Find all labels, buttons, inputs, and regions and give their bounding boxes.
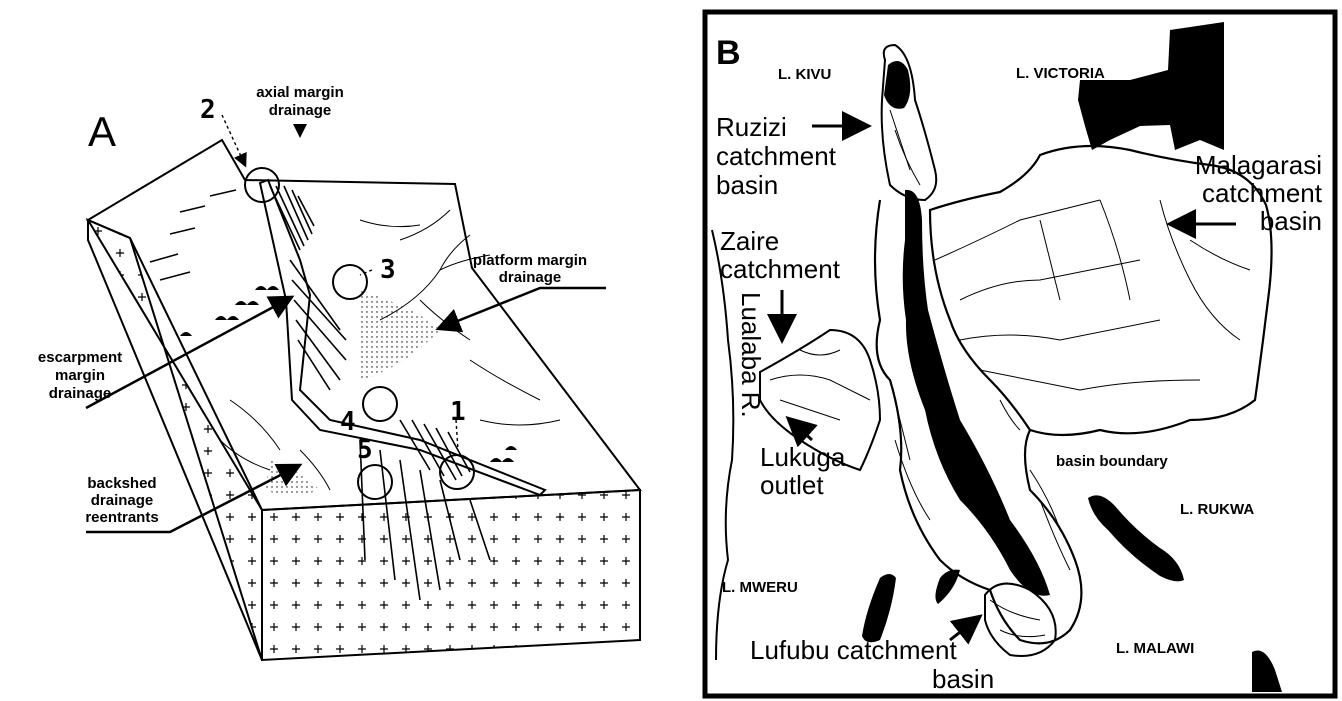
label-ruzizi-3: basin: [716, 170, 778, 200]
label-zaire-1: Zaire: [720, 226, 779, 256]
label-l-mweru: L. MWERU: [722, 579, 798, 596]
label-platform-1: platform margin: [473, 252, 587, 269]
hangingwall-streaks: [150, 190, 236, 280]
label-l-malawi: L. MALAWI: [1116, 640, 1194, 657]
label-lualaba: Lualaba R.: [736, 292, 766, 418]
panel-b-letter: B: [716, 34, 741, 72]
label-l-victoria: L. VICTORIA: [1016, 65, 1105, 82]
panel-b-map: B: [705, 12, 1335, 696]
panel-a-block-diagram: A: [38, 84, 640, 660]
lake-kivu: [884, 61, 910, 109]
site-number-2: 2: [200, 95, 216, 125]
site-number-1: 1: [450, 397, 466, 427]
label-lukuga-1: Lukuga: [760, 442, 846, 472]
site-number-4: 4: [340, 407, 356, 437]
label-backshed-1: backshed: [87, 475, 156, 492]
label-backshed-3: reentrants: [85, 509, 158, 526]
label-ruzizi-2: catchment: [716, 141, 837, 171]
label-lufubu-1: Lufubu catchment: [750, 635, 957, 665]
label-lukuga-2: outlet: [760, 470, 824, 500]
label-malagarasi-2: catchment: [1202, 178, 1323, 208]
site-number-5: 5: [357, 435, 373, 465]
label-escarp-2: margin: [55, 367, 105, 384]
label-l-rukwa: L. RUKWA: [1180, 501, 1254, 518]
label-l-kivu: L. KIVU: [778, 66, 831, 83]
label-zaire-2: catchment: [720, 254, 841, 284]
label-backshed-2: drainage: [91, 492, 154, 509]
label-axial-1: axial margin: [256, 84, 344, 101]
front-basement-face: [262, 490, 640, 660]
left-basement-face: [88, 220, 262, 660]
label-malagarasi-3: basin: [1260, 206, 1322, 236]
panel-a-letter: A: [88, 108, 116, 155]
label-malagarasi-1: Malagarasi: [1195, 150, 1322, 180]
platform-arrow: [440, 288, 606, 328]
label-basin-boundary: basin boundary: [1056, 453, 1168, 470]
site-number-3: 3: [380, 255, 396, 285]
label-ruzizi-1: Ruzizi: [716, 112, 787, 142]
label-axial-2: drainage: [269, 102, 332, 119]
label-lufubu-2: basin: [932, 664, 994, 694]
map-frame: [705, 12, 1335, 696]
fan-deposit-1: [360, 290, 440, 380]
axial-arrowhead: [293, 124, 307, 138]
label-escarp-1: escarpment: [38, 349, 122, 366]
label-platform-2: drainage: [499, 269, 562, 286]
